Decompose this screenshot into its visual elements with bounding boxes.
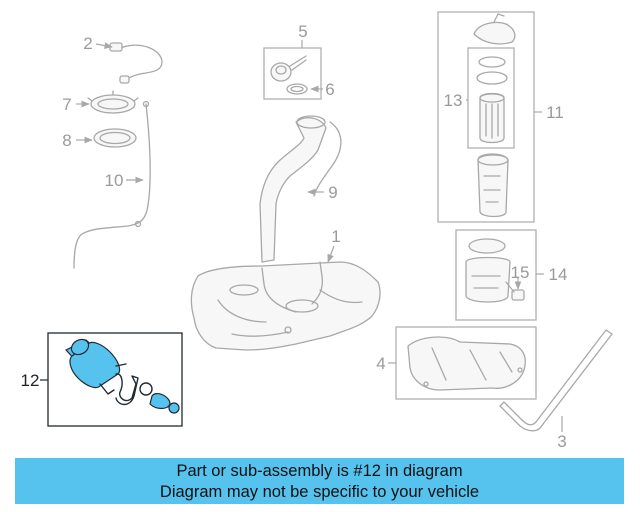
callout-3: 3: [557, 432, 566, 451]
banner-line-2: Diagram may not be specific to your vehi…: [159, 483, 480, 501]
callout-8: 8: [62, 131, 71, 150]
part-11-pump-module[interactable]: [473, 13, 516, 218]
box-11: [437, 11, 535, 223]
part-7-lock-ring[interactable]: [87, 90, 139, 114]
part-8-seal[interactable]: [93, 128, 137, 148]
callout-2: 2: [83, 34, 92, 53]
callout-14: 14: [549, 265, 568, 284]
callout-10: 10: [105, 171, 124, 190]
part-12-fuel-filter[interactable]: [65, 336, 180, 414]
part-14-sender-unit[interactable]: [465, 238, 511, 303]
part-1-fuel-tank[interactable]: [190, 261, 381, 351]
leader-2: [95, 42, 113, 49]
box-5-6: [263, 47, 322, 100]
info-banner: Part or sub-assembly is #12 in diagram D…: [15, 458, 624, 504]
part-2-vent-hose[interactable]: [109, 42, 163, 84]
part-5-filler-cap[interactable]: [270, 55, 307, 82]
part-9-filler-neck[interactable]: [259, 115, 342, 263]
callout-15: 15: [511, 263, 530, 282]
callout-9: 9: [328, 183, 337, 202]
part-13-filter[interactable]: [479, 92, 505, 144]
callout-7: 7: [62, 95, 71, 114]
part-3-strap[interactable]: [499, 329, 613, 432]
box-14: [455, 229, 537, 321]
box-13: [467, 47, 515, 149]
callout-12: 12: [21, 371, 40, 390]
part-4-heat-shield[interactable]: [407, 336, 526, 391]
part-6-o-ring[interactable]: [286, 83, 308, 95]
part-10-hose[interactable]: [73, 100, 151, 269]
callout-5: 5: [298, 22, 307, 41]
box-12: [47, 332, 183, 427]
callout-1: 1: [331, 227, 340, 246]
part-15-sensor[interactable]: [505, 281, 525, 301]
callout-11: 11: [546, 103, 564, 122]
leader-1: [327, 245, 335, 263]
callout-6: 6: [325, 80, 334, 99]
callout-4: 4: [376, 354, 385, 373]
banner-line-1: Part or sub-assembly is #12 in diagram: [176, 462, 463, 480]
callout-13: 13: [444, 91, 463, 110]
